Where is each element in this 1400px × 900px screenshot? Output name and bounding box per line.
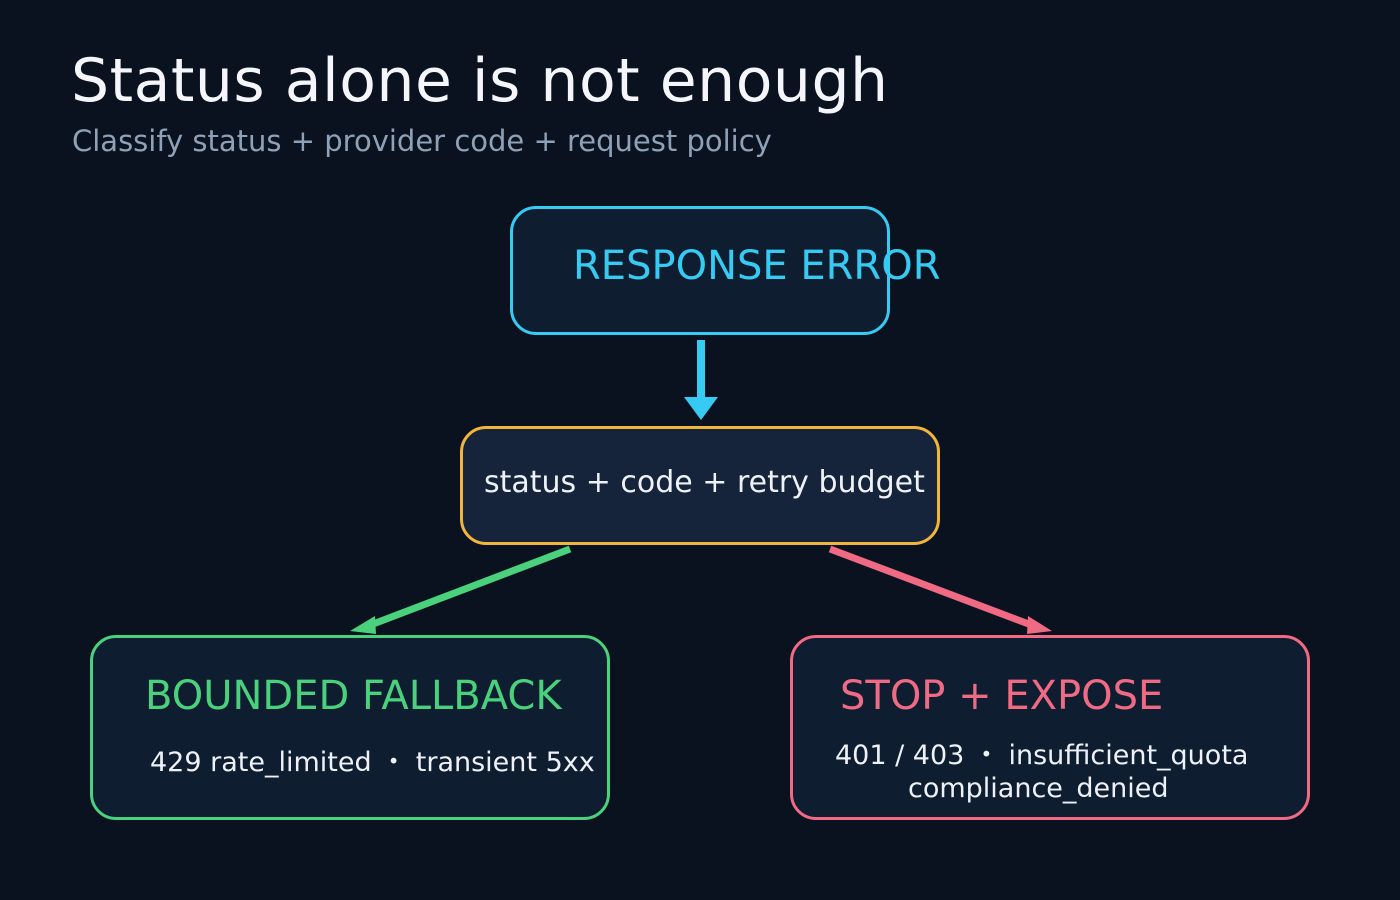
stop-expose-detail-compliance: compliance_denied	[908, 773, 1169, 804]
arrowhead-response-to-classify	[684, 397, 718, 420]
stop-expose-node	[790, 635, 1310, 820]
stop-expose-detail-codes: 401 / 403 ・ insufficient_quota	[835, 740, 1249, 771]
arrowhead-classify-to-stop	[1027, 616, 1052, 634]
diagram-title: Status alone is not enough	[71, 46, 889, 116]
bounded-fallback-detail: 429 rate_limited ・ transient 5xx	[150, 747, 595, 778]
diagram-subtitle: Classify status + provider code + reques…	[72, 124, 772, 158]
bounded-fallback-label: BOUNDED FALLBACK	[145, 673, 562, 719]
response-error-label: RESPONSE ERROR	[573, 243, 941, 289]
arrow-classify-to-fallback	[366, 545, 572, 630]
bounded-fallback-node	[90, 635, 610, 820]
arrowhead-classify-to-fallback	[350, 616, 376, 634]
classify-node	[460, 426, 940, 545]
classify-label: status + code + retry budget	[484, 465, 925, 500]
arrow-classify-to-stop	[828, 545, 1036, 630]
response-error-node	[510, 206, 890, 335]
stop-expose-label: STOP + EXPOSE	[840, 673, 1164, 719]
